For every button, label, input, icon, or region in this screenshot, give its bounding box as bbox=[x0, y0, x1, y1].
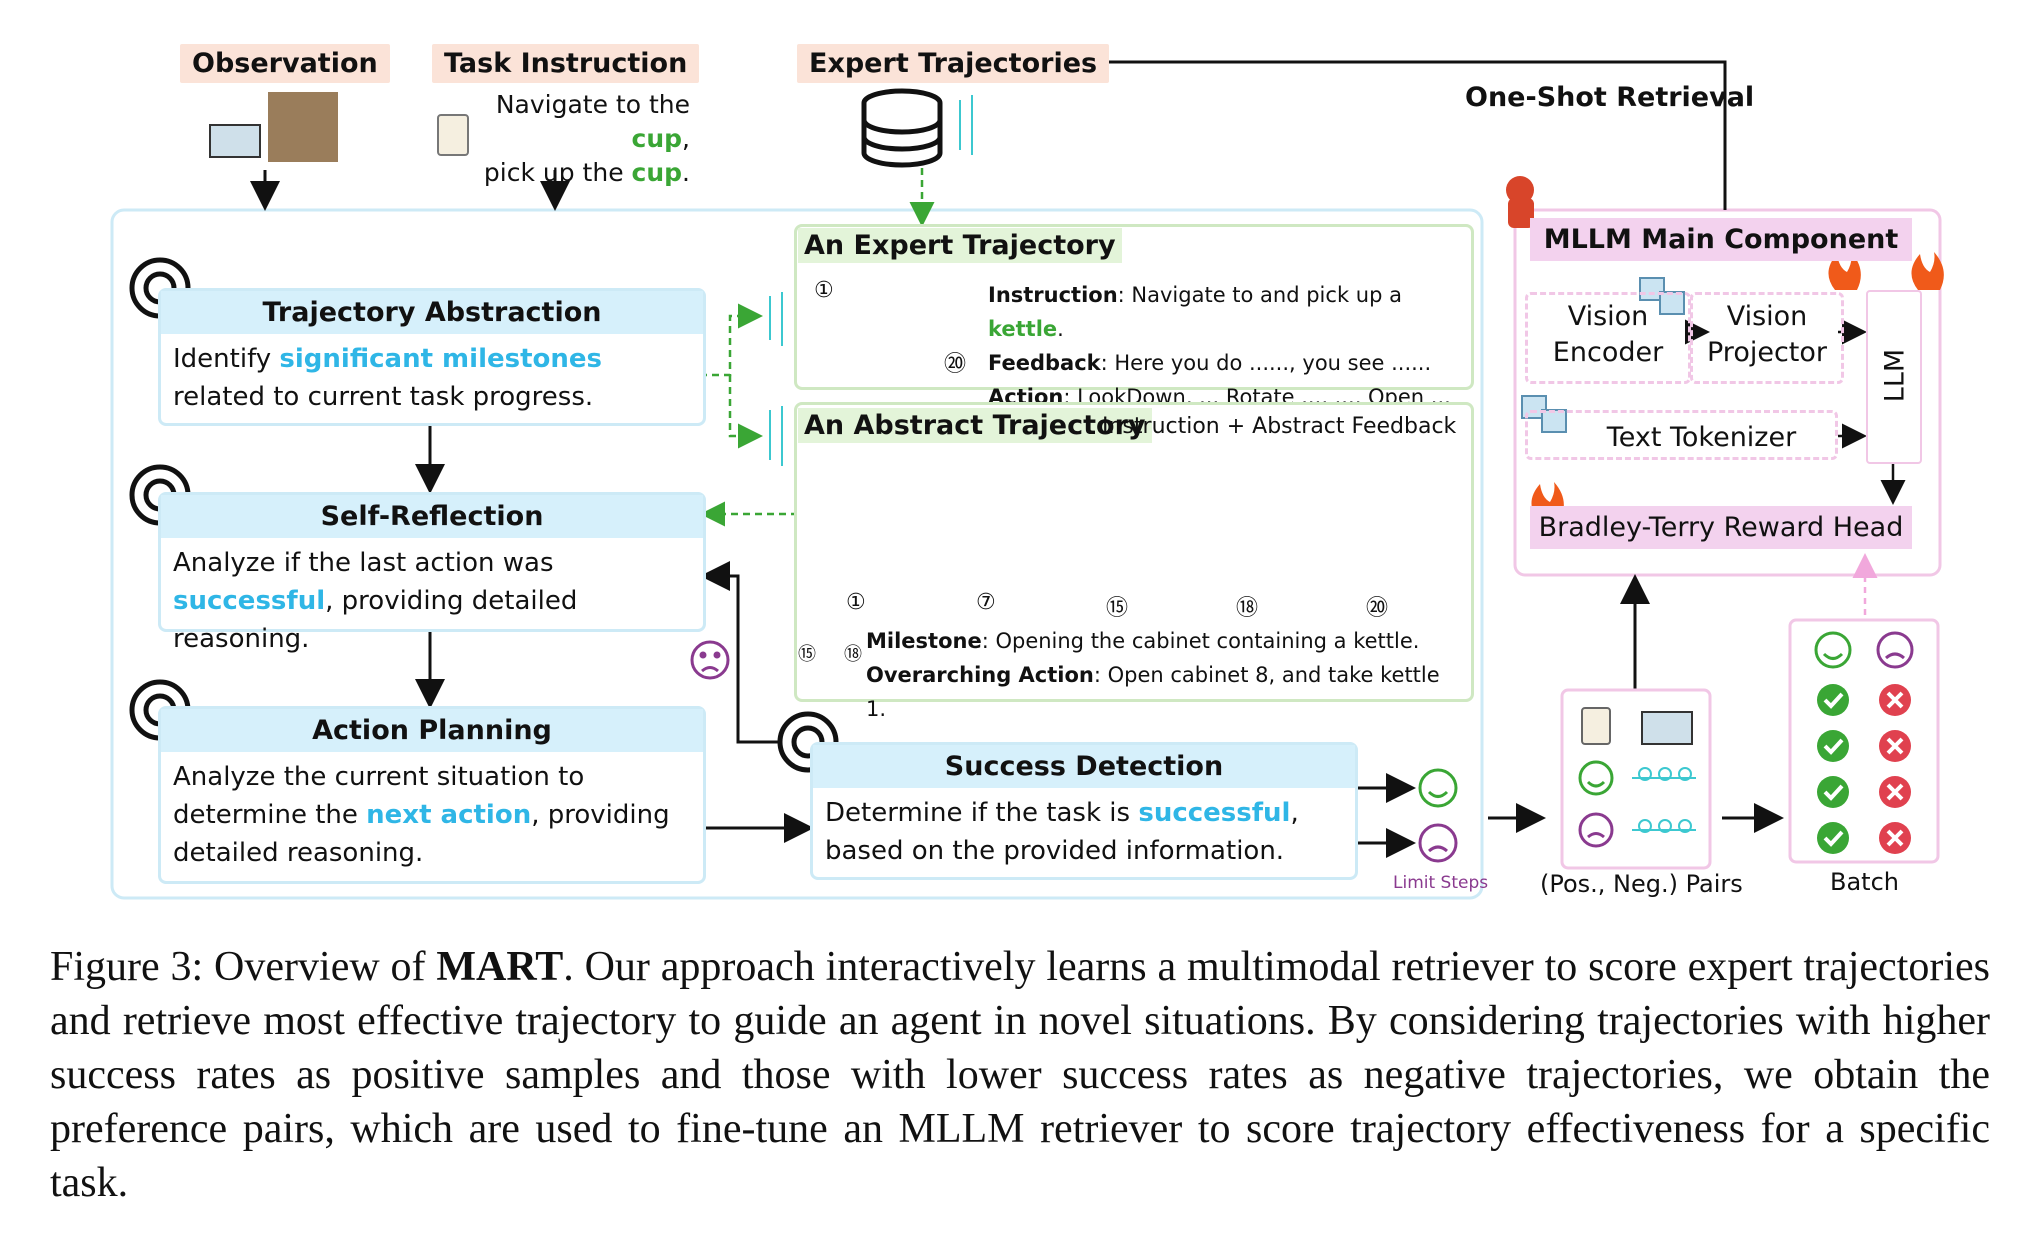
abstract-trajectory-panel bbox=[794, 402, 1474, 702]
trajectory-strip-icon bbox=[1632, 767, 1696, 833]
mascot-icon bbox=[1506, 176, 1534, 228]
batch-label: Batch bbox=[1830, 868, 1899, 896]
step-start: ① bbox=[814, 278, 834, 303]
sad-face-icon bbox=[690, 640, 730, 680]
sad-face-icon bbox=[1876, 631, 1914, 669]
observation-photo bbox=[268, 92, 338, 162]
mini-step-from: ⑮ bbox=[798, 644, 816, 665]
self-reflection-title: Self-Reflection bbox=[161, 495, 703, 538]
ice-cube-icon bbox=[1521, 277, 1685, 433]
database-icon bbox=[861, 88, 943, 168]
sad-face-icon bbox=[1418, 823, 1458, 863]
happy-face-icon bbox=[1814, 631, 1852, 669]
abstract-step: ① bbox=[846, 590, 866, 615]
task-instruction-text: Navigate to the cup, pick up the cup. bbox=[483, 90, 690, 187]
agent-loop-container bbox=[110, 208, 1484, 900]
batch-box bbox=[1788, 618, 1940, 864]
reward-head-box: Bradley-Terry Reward Head bbox=[1530, 506, 1912, 549]
pairs-label: (Pos., Neg.) Pairs bbox=[1540, 870, 1743, 898]
abstract-step: ⑦ bbox=[976, 590, 996, 615]
figure-caption: Figure 3: Overview of MART. Our approach… bbox=[50, 944, 1990, 1206]
llm-box: LLM bbox=[1866, 290, 1922, 464]
mllm-title: MLLM Main Component bbox=[1530, 218, 1912, 261]
limit-steps-label: Limit Steps bbox=[1393, 873, 1489, 893]
kitchen-icon bbox=[1641, 711, 1693, 745]
clipboard-icon bbox=[1581, 707, 1611, 745]
kitchen-icon bbox=[209, 124, 261, 158]
action-planning-title: Action Planning bbox=[161, 709, 703, 752]
expert-trajectory-title: An Expert Trajectory bbox=[798, 228, 1122, 263]
step-end: ⑳ bbox=[944, 352, 967, 377]
vision-encoder-box: Vision Encoder bbox=[1525, 292, 1691, 384]
expert-trajectories-label: Expert Trajectories bbox=[797, 44, 1110, 83]
happy-face-icon bbox=[1578, 760, 1614, 796]
clipboard-icon bbox=[437, 114, 469, 156]
mini-step-to: ⑱ bbox=[844, 644, 862, 665]
milestone-text: Milestone: Opening the cabinet containin… bbox=[866, 629, 1440, 721]
trajectory-abstraction-box: Trajectory Abstraction Identify signific… bbox=[158, 288, 706, 426]
vision-projector-box: Vision Projector bbox=[1690, 292, 1844, 384]
sad-face-icon bbox=[1578, 812, 1614, 848]
abstract-trajectory-title: An Abstract Trajectory bbox=[798, 408, 1152, 443]
observation-label: Observation bbox=[180, 44, 390, 83]
happy-face-icon bbox=[1418, 768, 1458, 808]
self-reflection-box: Self-Reflection Analyze if the last acti… bbox=[158, 492, 706, 654]
one-shot-retrieval-label: One-Shot Retrieval bbox=[1465, 82, 1755, 113]
expert-trajectory-text: Instruction: Navigate to and pick up a k… bbox=[988, 283, 1451, 409]
success-detection-text: Determine if the task is successful, bas… bbox=[825, 798, 1299, 866]
success-detection-box: Success Detection Determine if the task … bbox=[810, 742, 1358, 880]
abstract-trajectory-subtitle: Instruction + Abstract Feedback bbox=[1102, 414, 1457, 439]
check-icon bbox=[1817, 684, 1849, 854]
llm-label: LLM bbox=[1879, 348, 1911, 403]
text-tokenizer-box: Text Tokenizer bbox=[1525, 410, 1838, 460]
abstract-step: ⑱ bbox=[1236, 596, 1259, 621]
mllm-container bbox=[1513, 208, 1942, 577]
self-reflection-text: Analyze if the last action was successfu… bbox=[173, 548, 578, 654]
task-instruction-label: Task Instruction bbox=[432, 44, 700, 83]
trajectory-abstraction-title: Trajectory Abstraction bbox=[161, 291, 703, 334]
cross-icon bbox=[1879, 684, 1911, 854]
abstract-step: ⑮ bbox=[1106, 596, 1129, 621]
success-detection-title: Success Detection bbox=[813, 745, 1355, 788]
trajectory-abstraction-text: Identify significant milestones related … bbox=[173, 344, 602, 412]
pairs-box bbox=[1560, 688, 1712, 870]
trajectory-chain-icon bbox=[769, 95, 973, 466]
abstract-step: ⑳ bbox=[1366, 596, 1389, 621]
action-planning-text: Analyze the current situation to determi… bbox=[173, 762, 670, 868]
action-planning-box: Action Planning Analyze the current situ… bbox=[158, 706, 706, 884]
